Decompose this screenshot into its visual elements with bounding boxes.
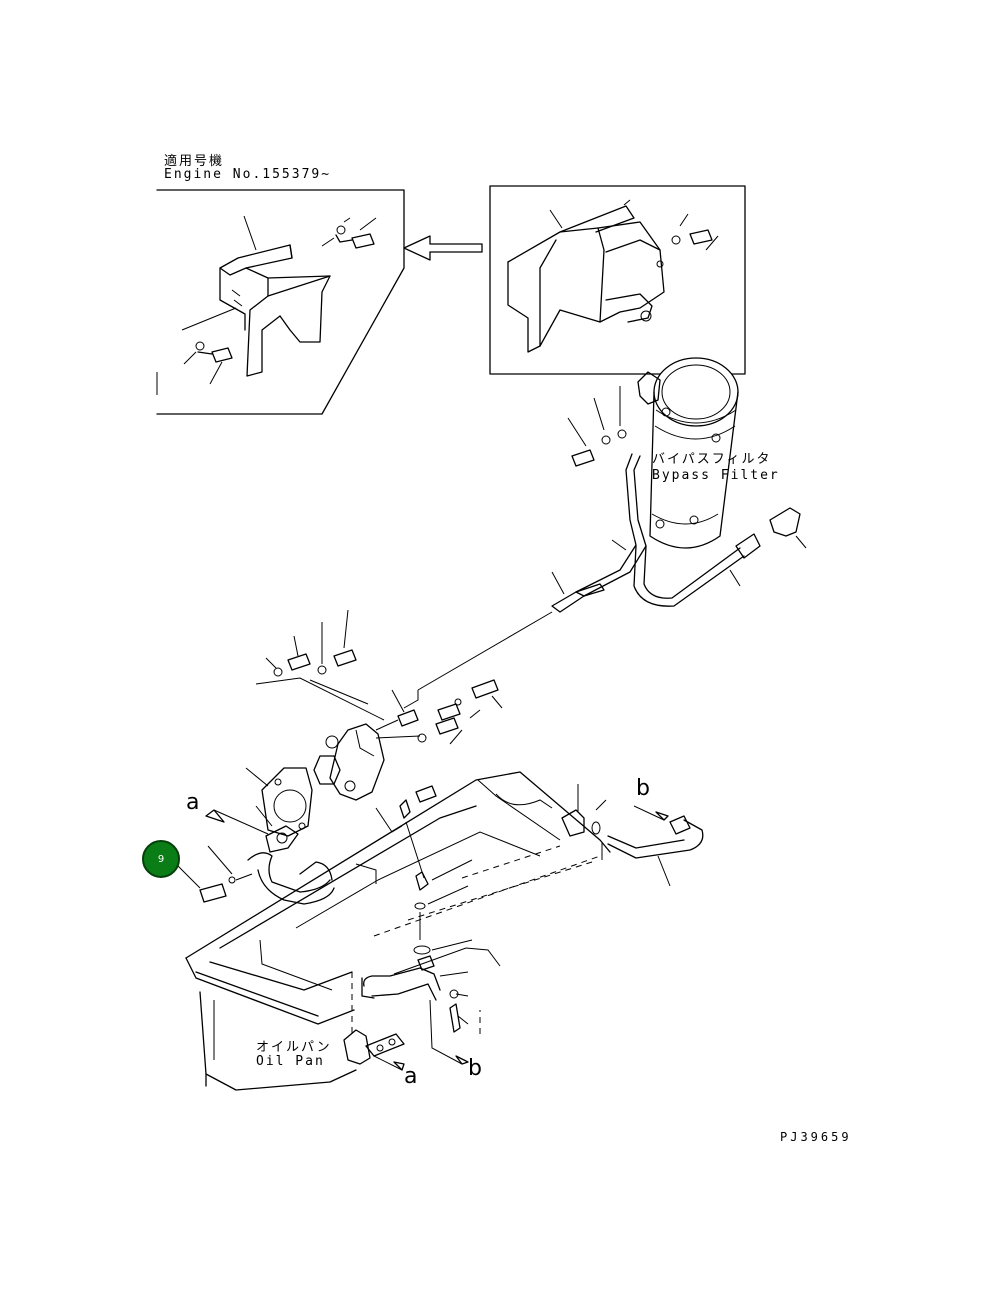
lower-flange — [343, 1029, 405, 1071]
oil-pan — [185, 771, 611, 1091]
drawing-code: PJ39659 — [780, 1130, 852, 1144]
filter-hoses — [551, 453, 807, 613]
bolt-washer-new-bottom — [183, 341, 233, 385]
view-marker-b-top: b — [636, 776, 650, 801]
bypass-filter-jp: バイパスフィルタ — [652, 452, 772, 467]
oil-pan-jp: オイルパン — [256, 1040, 332, 1055]
suction-bolt-washer — [175, 845, 253, 903]
bypass-filter — [637, 357, 739, 549]
oil-pan-en: Oil Pan — [256, 1054, 325, 1069]
right-elbow-pipe — [561, 784, 704, 887]
suction-pipe — [205, 805, 335, 905]
pump-bolts-top — [255, 609, 385, 721]
arrow-left — [403, 235, 483, 261]
applicability-engine-no: Engine No.155379~ — [164, 167, 332, 182]
pan-fittings — [399, 785, 473, 971]
oil-pump — [313, 689, 421, 801]
lower-elbow-pipe — [361, 967, 469, 1065]
bypass-filter-en: Bypass Filter — [652, 468, 780, 483]
view-marker-a-bottom: a — [404, 1064, 418, 1089]
part-callout-9[interactable]: 9 — [142, 840, 180, 878]
bolt-washer-old — [671, 213, 719, 251]
leader-line — [417, 611, 553, 691]
view-marker-b-bottom: b — [468, 1056, 482, 1081]
applicability-jp: 適用号機 — [164, 154, 225, 169]
inset-frame-right — [489, 185, 746, 375]
inset-frame-left — [156, 189, 405, 415]
pump-bolts-right — [417, 679, 503, 745]
pump-gasket — [245, 767, 313, 837]
heat-shield-old — [507, 199, 665, 353]
bypass-filter-bracket-bolts — [567, 386, 627, 467]
callout-number: 9 — [157, 853, 165, 865]
heat-shield-new — [181, 215, 331, 377]
bolt-washer-new-top — [321, 217, 377, 249]
view-marker-a-top: a — [186, 790, 200, 815]
